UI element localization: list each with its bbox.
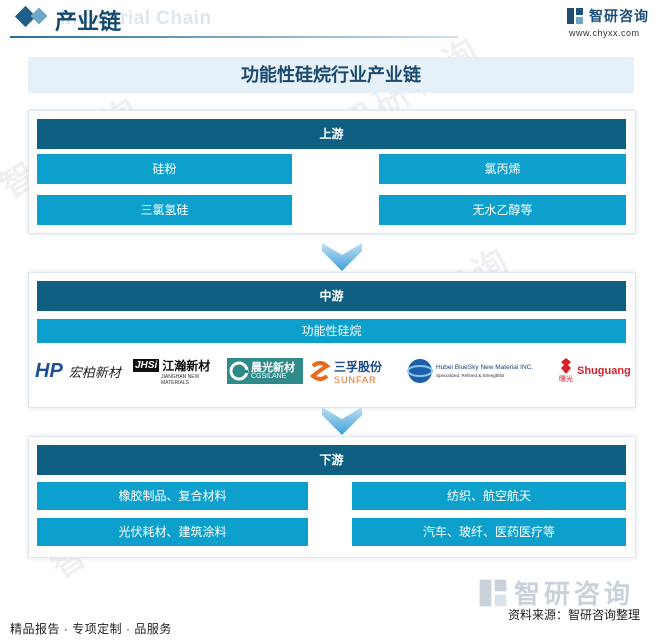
midstream-panel: 中游 功能性硅烷 [28,272,636,408]
hubei-bluesky-logo: Hubei BlueSky New Material INC. Speciali… [407,353,547,389]
down-arrow-icon [322,243,362,271]
chyxx-logo-icon [567,8,583,24]
sunfar-mark-icon [309,361,331,381]
down-arrow-icon [322,407,362,435]
source-note: 资料来源：智研咨询整理 [508,608,641,622]
bluesky-globe-icon [407,359,433,383]
upstream-header: 上游 [37,119,626,149]
diamond-accent-icon [30,7,48,25]
page-title: 产业链 [55,9,122,34]
downstream-panel: 下游 橡胶制品、复合材料 纺织、航空航天 光伏耗材、建筑涂料 汽车、玻纤、医药医… [28,436,636,558]
brand-url: www.chyxx.com [569,28,640,38]
upstream-item: 无水乙醇等 [379,195,626,225]
upstream-panel: 上游 硅粉 氯丙烯 三氯氢硅 无水乙醇等 [28,110,636,234]
page-header: Industrial Chain 产业链 智研咨询 www.chyxx.com [0,0,663,42]
midstream-product: 功能性硅烷 [37,319,626,343]
upstream-item: 氯丙烯 [379,154,626,184]
brand-name: 智研咨询 [589,8,649,24]
shuguang-mark-icon [561,358,571,374]
upstream-item: 三氯氢硅 [37,195,292,225]
header-divider [10,36,458,38]
midstream-header: 中游 [37,281,626,311]
chenguang-logo: 晨光新材 CGSILANE [227,353,303,389]
downstream-item: 纺织、航空航天 [352,482,626,510]
downstream-item: 光伏耗材、建筑涂料 [37,518,308,546]
footer-brand: 智研咨询 [478,574,634,611]
hongbai-logo: HP 宏柏新材 [35,359,121,382]
header-bg-text: Industrial Chain [60,8,212,29]
downstream-header: 下游 [37,445,626,475]
chain-title: 功能性硅烷行业产业链 [28,57,634,93]
chenguang-mark-icon [229,361,249,381]
upstream-item: 硅粉 [37,154,292,184]
jianghan-logo: JHSi 江瀚新材 JIANGHAN NEW MATERIALS [133,358,211,386]
chyxx-logo-icon [479,579,507,606]
sunfar-logo: 三孚股份 SUNFAR [309,353,405,389]
downstream-item: 汽车、玻纤、医药医疗等 [352,518,626,546]
brand-block: 智研咨询 www.chyxx.com [566,6,649,38]
company-logos: HP 宏柏新材 JHSi 江瀚新材 JIANGHAN NEW MATERIALS… [35,353,631,389]
shuguang-logo: 曙光 Shuguang [559,353,631,389]
downstream-item: 橡胶制品、复合材料 [37,482,308,510]
service-tagline: 精品报告 · 专项定制 · 品服务 [10,622,172,636]
